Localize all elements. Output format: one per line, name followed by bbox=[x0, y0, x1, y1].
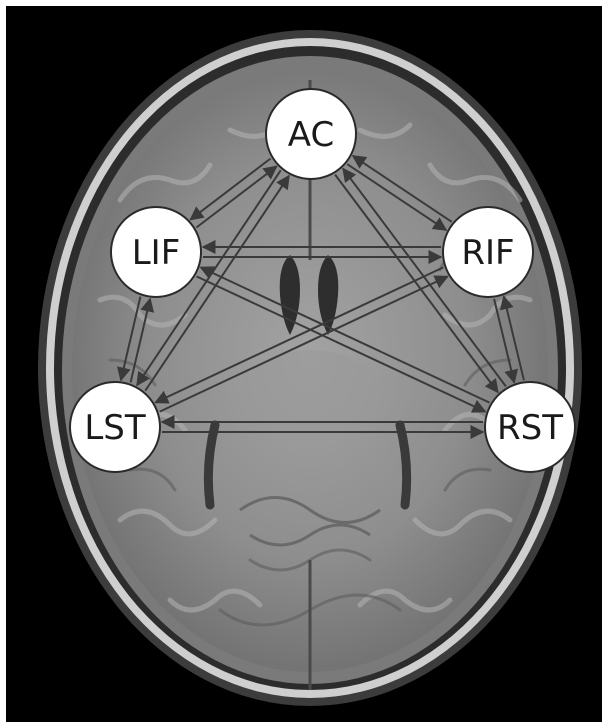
node-rif-label: RIF bbox=[461, 233, 514, 273]
node-ac: AC bbox=[266, 89, 356, 179]
node-lif-label: LIF bbox=[132, 233, 181, 273]
node-lst-label: LST bbox=[84, 408, 146, 448]
node-lif: LIF bbox=[111, 207, 201, 297]
node-ac-label: AC bbox=[288, 115, 334, 155]
node-rst: RST bbox=[485, 382, 575, 472]
node-rst-label: RST bbox=[497, 408, 563, 448]
node-lst: LST bbox=[70, 382, 160, 472]
node-rif: RIF bbox=[443, 207, 533, 297]
